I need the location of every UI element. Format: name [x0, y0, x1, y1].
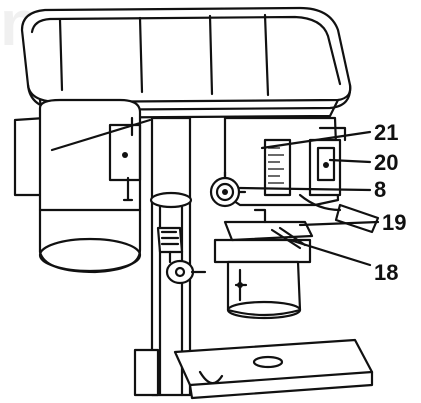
callout-19: 19 — [382, 210, 406, 235]
callout-18: 18 — [374, 260, 398, 285]
leader-8 — [238, 186, 372, 192]
motor — [13, 98, 152, 274]
callout-8: 8 — [374, 177, 386, 202]
chuck-guard — [213, 208, 314, 320]
leader-18 — [288, 238, 372, 267]
work-table — [133, 338, 374, 400]
tension-bracket — [108, 116, 142, 202]
leader-19 — [298, 220, 380, 227]
leader-20 — [328, 158, 372, 164]
callout-leaders — [238, 130, 380, 267]
spindle-knob — [209, 170, 247, 208]
belt-guard-cover — [20, 6, 352, 120]
head-assembly — [223, 116, 380, 234]
callout-20: 20 — [374, 150, 398, 175]
leader-21 — [260, 130, 372, 150]
table-crank — [156, 226, 207, 285]
callout-21: 21 — [374, 120, 398, 145]
